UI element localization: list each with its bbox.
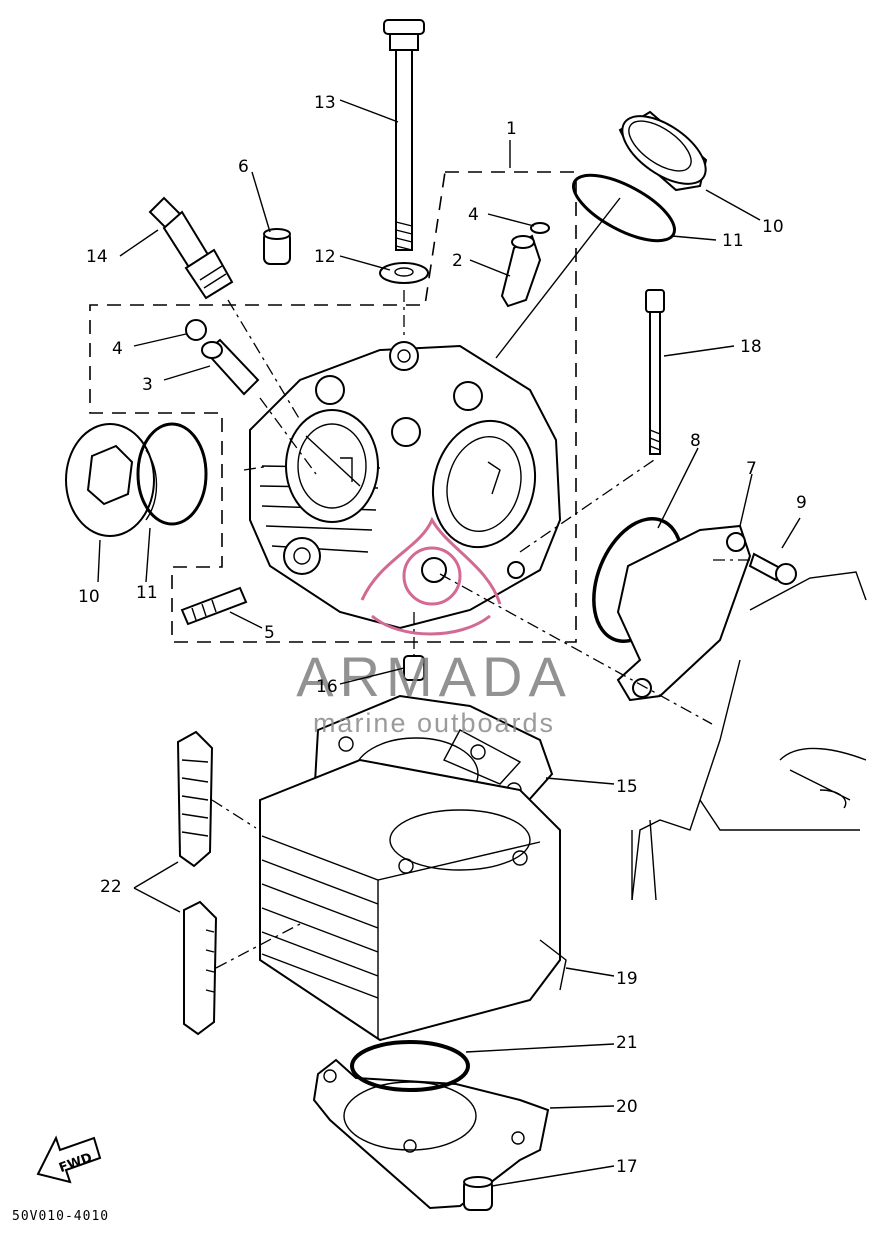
watermark-emblem bbox=[360, 516, 502, 636]
part-22-chain-guides bbox=[176, 730, 218, 1036]
part-20-base-gasket bbox=[312, 1058, 550, 1210]
leader-lines bbox=[97, 99, 801, 1187]
callout-22: 22 bbox=[100, 877, 122, 897]
alignment-lines bbox=[211, 290, 750, 969]
callout-20: 20 bbox=[616, 1097, 638, 1117]
cylinder-head-assembly-boundary bbox=[89, 171, 577, 643]
callout-6: 6 bbox=[238, 157, 249, 177]
part-4-collet-upper bbox=[530, 222, 550, 234]
callout-2: 2 bbox=[452, 251, 463, 271]
part-7-side-cover bbox=[616, 524, 752, 702]
callout-13: 13 bbox=[314, 93, 336, 113]
crankcase-outline bbox=[631, 571, 867, 901]
callout-4-lower: 4 bbox=[112, 339, 123, 359]
callout-12: 12 bbox=[314, 247, 336, 267]
callout-9: 9 bbox=[796, 493, 807, 513]
callout-11-upper: 11 bbox=[722, 231, 744, 251]
part-10-cap-left bbox=[65, 423, 158, 537]
callout-10-left: 10 bbox=[78, 587, 100, 607]
part-18-bolt bbox=[645, 289, 665, 455]
part-9-bolt bbox=[748, 552, 797, 585]
part-3-valve-guide bbox=[201, 338, 260, 396]
fwd-arrow: FWD bbox=[36, 1135, 102, 1184]
callout-15: 15 bbox=[616, 777, 638, 797]
callout-1: 1 bbox=[506, 119, 517, 139]
callout-17: 17 bbox=[616, 1157, 638, 1177]
callout-16: 16 bbox=[316, 677, 338, 697]
callout-7: 7 bbox=[746, 459, 757, 479]
callout-5: 5 bbox=[264, 623, 275, 643]
part-2-valve-guide bbox=[500, 234, 542, 308]
part-12-washer bbox=[379, 262, 429, 284]
part-11-o-ring-upper bbox=[571, 173, 677, 243]
part-17-dowel bbox=[463, 1176, 493, 1211]
watermark-brand: ARMADA bbox=[296, 645, 572, 708]
part-6-dowel-pin bbox=[263, 228, 291, 265]
callout-19: 19 bbox=[616, 969, 638, 989]
cylinder-head bbox=[249, 341, 562, 630]
callout-4-upper: 4 bbox=[468, 205, 479, 225]
callout-3: 3 bbox=[142, 375, 153, 395]
part-13-stud-bolt bbox=[383, 19, 425, 251]
callout-14: 14 bbox=[86, 247, 108, 267]
part-14-spark-plug bbox=[148, 196, 234, 300]
watermark-tagline: marine outboards bbox=[313, 708, 555, 738]
diagram-code: 50V010-4010 bbox=[12, 1209, 109, 1224]
part-10-cap-upper bbox=[618, 110, 708, 192]
callout-labels: 1 13 6 14 12 4 2 10 11 4 3 18 8 7 9 10 1… bbox=[78, 93, 807, 1177]
part-11-o-ring-left bbox=[136, 422, 208, 526]
callout-10-upper: 10 bbox=[762, 217, 784, 237]
armada-watermark: ARMADA marine outboards bbox=[296, 516, 572, 738]
part-19-cylinder bbox=[259, 758, 567, 1042]
part-4-collet-lower bbox=[185, 319, 207, 341]
callout-11-left: 11 bbox=[136, 583, 158, 603]
callout-18: 18 bbox=[740, 337, 762, 357]
part-21-o-ring bbox=[350, 1040, 470, 1092]
callout-21: 21 bbox=[616, 1033, 638, 1053]
callout-8: 8 bbox=[690, 431, 701, 451]
part-5-stud bbox=[180, 586, 248, 626]
